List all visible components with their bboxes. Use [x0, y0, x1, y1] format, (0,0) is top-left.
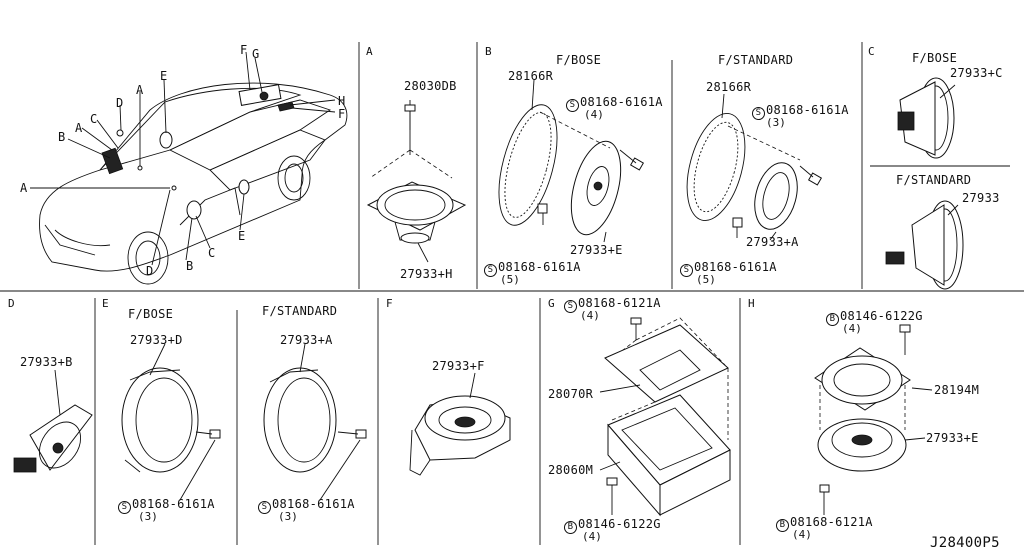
- car-callout-c-left: C: [90, 112, 98, 126]
- section-c-drawing: [885, 77, 964, 290]
- section-label-d: D: [8, 297, 15, 310]
- qty-g-top: (4): [580, 309, 600, 322]
- section-label-c: C: [868, 45, 875, 58]
- section-label-a: A: [366, 45, 373, 58]
- section-label-f: F: [386, 297, 393, 310]
- diagram-code: J28400P5: [930, 535, 1000, 551]
- car-callout-d-left: D: [116, 96, 124, 110]
- car-callout-b-left: B: [58, 130, 66, 144]
- qty-b-bose-top: (4): [584, 108, 604, 121]
- part-27933-d[interactable]: 27933+D: [130, 333, 183, 347]
- b-mark-icon: B: [564, 521, 577, 534]
- s-mark-icon: S: [484, 264, 497, 277]
- e-bose-title: F/BOSE: [128, 307, 174, 321]
- part-28060m[interactable]: 28060M: [548, 463, 594, 477]
- car-callout-e-right: E: [238, 229, 246, 243]
- qty-g-bottom: (4): [582, 530, 602, 543]
- section-f-drawing: [409, 372, 511, 476]
- part-28194m[interactable]: 28194M: [934, 383, 980, 397]
- qty-h-top: (4): [842, 322, 862, 335]
- qty-h-bottom: (4): [792, 528, 812, 541]
- b-mark-icon: B: [826, 313, 839, 326]
- s-mark-icon: S: [566, 99, 579, 112]
- part-27933-f[interactable]: 27933+F: [432, 359, 485, 373]
- s-mark-icon: S: [118, 501, 131, 514]
- car-callout-g: G: [252, 47, 260, 61]
- car-callout-d-bottom: D: [146, 264, 154, 278]
- s-mark-icon: S: [752, 107, 765, 120]
- section-a-drawing: [366, 100, 467, 263]
- section-d-drawing: [13, 369, 93, 473]
- part-27933-h[interactable]: 27933+H: [400, 267, 453, 281]
- section-h-drawing: [814, 324, 933, 515]
- qty-b-std-top: (3): [766, 116, 786, 129]
- b-mark-icon: B: [776, 519, 789, 532]
- part-27933-b[interactable]: 27933+B: [20, 355, 73, 369]
- part-27933-a-e[interactable]: 27933+A: [280, 333, 333, 347]
- section-e-bose-drawing: [121, 343, 221, 501]
- part-27933-e-b[interactable]: 27933+E: [570, 243, 623, 257]
- section-b-standard-drawing: [686, 93, 823, 241]
- car-callout-e-top: E: [160, 69, 168, 83]
- e-standard-title: F/STANDARD: [262, 304, 338, 318]
- part-27933[interactable]: 27933: [962, 191, 1000, 205]
- car-callout-c-bottom: C: [208, 246, 216, 260]
- car-callout-a-left2: A: [75, 121, 83, 135]
- qty-e-std: (3): [278, 510, 298, 523]
- car-callout-f-top: F: [240, 43, 248, 57]
- s-mark-icon: S: [680, 264, 693, 277]
- car-callout-f-right: F: [338, 107, 346, 121]
- section-b-bose-drawing: [498, 79, 645, 243]
- section-label-e: E: [102, 297, 109, 310]
- car-callout-h: H: [338, 94, 346, 108]
- b-bose-title: F/BOSE: [556, 53, 602, 67]
- qty-b-std-bottom: (5): [696, 273, 716, 286]
- section-label-b: B: [485, 45, 492, 58]
- part-27933-a-b[interactable]: 27933+A: [746, 235, 799, 249]
- car-callout-a-top: A: [136, 83, 144, 97]
- part-27933-e-h[interactable]: 27933+E: [926, 431, 979, 445]
- b-standard-title: F/STANDARD: [718, 53, 794, 67]
- c-bose-title: F/BOSE: [912, 51, 958, 65]
- part-28166r-bose[interactable]: 28166R: [508, 69, 554, 83]
- qty-b-bose-bottom: (5): [500, 273, 520, 286]
- part-27933-c[interactable]: 27933+C: [950, 66, 1003, 80]
- s-mark-icon: S: [564, 300, 577, 313]
- car-overview-drawing: [30, 51, 348, 285]
- car-callout-b-bottom: B: [186, 259, 194, 273]
- section-label-h: H: [748, 297, 755, 310]
- c-standard-title: F/STANDARD: [896, 173, 972, 187]
- part-28070r[interactable]: 28070R: [548, 387, 594, 401]
- section-label-g: G: [548, 297, 555, 310]
- part-28166r-standard[interactable]: 28166R: [706, 80, 752, 94]
- car-callout-a-front: A: [20, 181, 28, 195]
- section-g-drawing: [599, 317, 731, 517]
- part-28030db[interactable]: 28030DB: [404, 79, 457, 93]
- panel-dividers: [0, 42, 1024, 545]
- qty-e-bose: (3): [138, 510, 158, 523]
- s-mark-icon: S: [258, 501, 271, 514]
- section-e-standard-drawing: [263, 343, 367, 501]
